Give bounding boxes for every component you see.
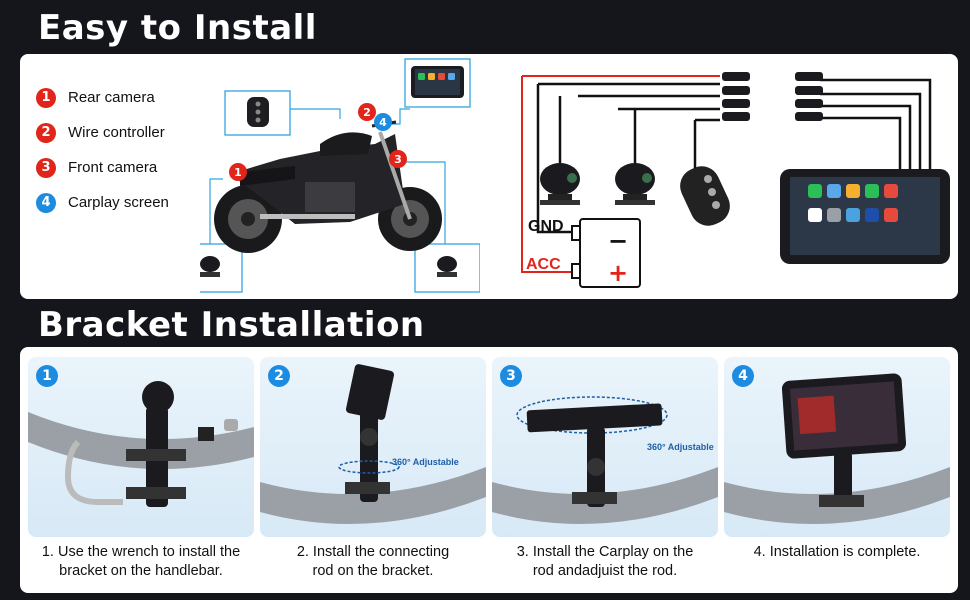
handlebar-clamp-illustration (28, 381, 254, 507)
step-4-image: 4 (724, 357, 950, 537)
legend-badge: 4 (36, 192, 56, 213)
component-legend: 1 Rear camera 2 Wire controller 3 Front … (36, 80, 169, 220)
wire-controller-icon (680, 166, 730, 226)
carplay-mount-illustration: 360° Adjustable (492, 396, 718, 524)
step-2-caption: 2. Install the connecting rod on the bra… (257, 543, 489, 581)
step-3-adjustable-label: 360° Adjustable (647, 442, 714, 452)
motorcycle-icon (214, 120, 442, 253)
step-badge: 2 (268, 365, 290, 387)
step-2-caption-line2: rod on the bracket. (312, 563, 434, 579)
rear-camera-icon (540, 163, 580, 205)
step-2-image: 360° Adjustable 2 (260, 357, 486, 537)
marker-wire-controller: 2 (363, 106, 371, 119)
step-1-caption-line2: bracket on the handlebar. (59, 563, 223, 579)
connecting-rod-illustration: 360° Adjustable (260, 364, 486, 524)
step-3-caption-line1: 3. Install the Carplay on the (516, 544, 694, 560)
legend-badge: 3 (36, 157, 56, 178)
battery-minus: − (608, 227, 628, 255)
legend-badge: 1 (36, 87, 56, 108)
legend-item-wire-controller: 2 Wire controller (36, 115, 169, 150)
step-3-caption-line2: rod andadjuist the rod. (532, 563, 678, 579)
step-3-image: 360° Adjustable 3 (492, 357, 718, 537)
install-heading: Easy to Install (38, 8, 317, 48)
step-2-adjustable-label: 360° Adjustable (392, 457, 459, 467)
legend-label: Rear camera (68, 89, 155, 106)
gnd-label: GND (528, 218, 564, 235)
marker-rear-camera: 1 (234, 166, 242, 179)
legend-label: Carplay screen (68, 194, 169, 211)
battery-plus: + (608, 259, 628, 287)
legend-item-carplay-screen: 4 Carplay screen (36, 185, 169, 220)
marker-carplay-screen: 4 (379, 116, 387, 129)
installed-screen-illustration (724, 373, 950, 524)
step-badge: 4 (732, 365, 754, 387)
install-overview-panel: 1 Rear camera 2 Wire controller 3 Front … (20, 54, 958, 299)
step-4-caption-line1: 4. Installation is complete. (753, 544, 921, 560)
step-1-caption: 1. Use the wrench to install the bracket… (25, 543, 257, 581)
step-3-caption: 3. Install the Carplay on the rod andadj… (489, 543, 721, 581)
carplay-screen-icon (780, 169, 950, 264)
step-badge: 3 (500, 365, 522, 387)
bracket-steps-panel: 1 1. Use the wrench to install the brack… (20, 347, 958, 593)
step-1-caption-line1: 1. Use the wrench to install the (41, 544, 241, 560)
front-camera-icon (615, 163, 655, 205)
step-1-image: 1 (28, 357, 254, 537)
legend-badge: 2 (36, 122, 56, 143)
step-2-caption-line1: 2. Install the connecting (296, 544, 450, 560)
acc-label: ACC (526, 256, 561, 273)
legend-label: Wire controller (68, 124, 165, 141)
step-badge: 1 (36, 365, 58, 387)
legend-label: Front camera (68, 159, 158, 176)
legend-item-front-camera: 3 Front camera (36, 150, 169, 185)
legend-item-rear-camera: 1 Rear camera (36, 80, 169, 115)
wiring-diagram: − + (521, 72, 950, 288)
motorcycle-diagram: 1 2 3 4 (200, 58, 480, 293)
marker-front-camera: 3 (394, 153, 402, 166)
battery-icon (571, 218, 641, 288)
bracket-heading: Bracket Installation (38, 305, 425, 345)
step-4-caption: 4. Installation is complete. (721, 543, 953, 562)
